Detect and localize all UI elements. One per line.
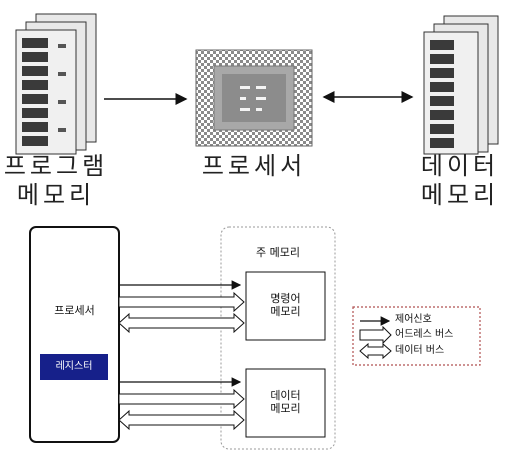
bottom-data-memory-line2: 메모리: [270, 402, 301, 416]
data-memory-icon: [423, 15, 499, 155]
program-memory-icon: [15, 13, 97, 155]
main-memory-label: 주 메모리: [256, 246, 300, 259]
instruction-memory-line2: 메모리: [270, 305, 301, 319]
cpu-label: 프로세서: [54, 304, 95, 317]
bottom-data-memory-box: [245, 368, 326, 438]
legend-data-label: 데이터 버스: [395, 345, 445, 356]
bottom-data-memory-label: 데이터 메모리: [246, 389, 325, 415]
instruction-memory-box: [245, 271, 326, 341]
cpu-box: [29, 226, 120, 443]
data-memory-label: 데이터 메모리: [404, 152, 516, 210]
legend-address-icon: [359, 325, 392, 345]
instruction-memory-label: 명령어 메모리: [246, 292, 325, 318]
register-box: [40, 354, 108, 380]
bottom-data-memory-line1: 데이터: [270, 389, 301, 402]
address-bus-arrow: [118, 291, 245, 313]
legend-data-icon: [359, 342, 392, 360]
program-memory-line2: 메모리: [16, 180, 96, 209]
instruction-bus-group: [118, 280, 245, 334]
data-memory-line2: 메모리: [420, 180, 500, 209]
program-memory-label: 프로그램 메모리: [0, 152, 112, 210]
address-bus-arrow-2: [118, 388, 245, 410]
data-bus-arrow: [118, 312, 245, 334]
legend-control-label: 제어신호: [395, 314, 432, 325]
legend-address-label: 어드레스 버스: [395, 329, 454, 340]
processor-chip-icon: [195, 49, 313, 147]
instruction-memory-line1: 명령어: [270, 292, 301, 305]
data-bus-group: [118, 377, 245, 431]
processor-label: 프로세서: [201, 152, 307, 180]
register-label: 레지스터: [55, 361, 93, 372]
data-bus-arrow-2: [118, 409, 245, 431]
program-memory-line1: 프로그램: [3, 152, 109, 180]
main-memory-container: [220, 226, 336, 450]
data-memory-line1: 데이터: [420, 152, 500, 180]
legend-box: [352, 306, 481, 366]
